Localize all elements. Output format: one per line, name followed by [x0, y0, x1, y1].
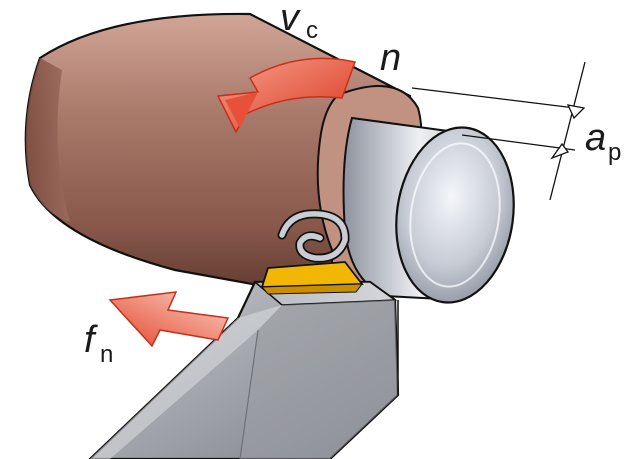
machined-surface — [342, 116, 515, 304]
label-n: n — [380, 37, 401, 79]
depth-of-cut-dimension — [411, 61, 586, 201]
vc-subscript: c — [306, 17, 318, 44]
chip-icon — [277, 209, 350, 263]
fn-subscript: n — [100, 341, 113, 368]
label-vc: v c — [280, 0, 318, 44]
feed-arrow-icon — [108, 291, 230, 348]
fn-symbol: f — [84, 319, 98, 361]
vc-symbol: v — [280, 0, 301, 39]
ap-subscript: p — [608, 139, 621, 166]
rotation-arrow-icon — [216, 57, 356, 134]
label-ap: a p — [585, 117, 621, 166]
tool-holder — [88, 280, 400, 459]
label-fn: f n — [84, 319, 113, 368]
cutting-insert — [260, 261, 364, 295]
ap-symbol: a — [585, 117, 606, 159]
